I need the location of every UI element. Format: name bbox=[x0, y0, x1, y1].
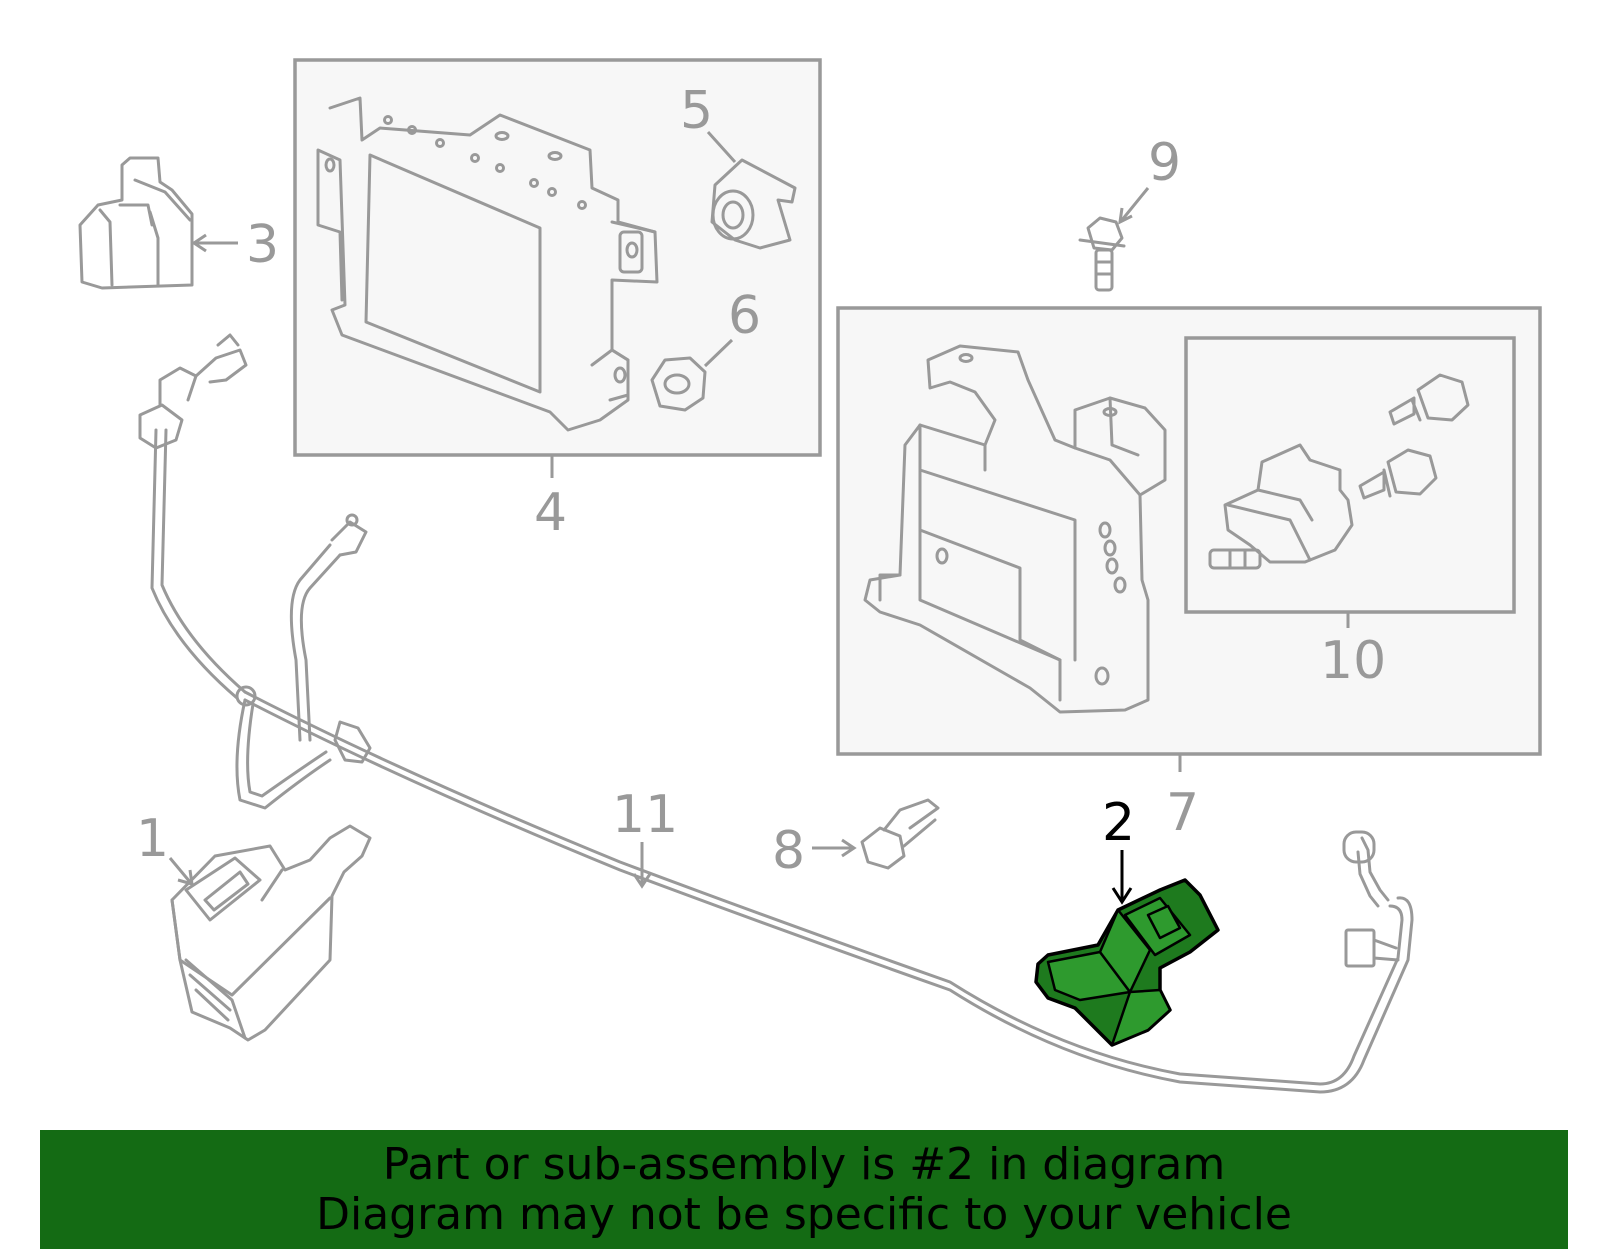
callout-1: 1 bbox=[136, 809, 169, 869]
callout-9: 9 bbox=[1148, 133, 1181, 193]
callout-5: 5 bbox=[680, 81, 713, 141]
leader-11 bbox=[632, 842, 652, 889]
part-group-4[interactable]: 5 6 4 bbox=[293, 58, 822, 543]
banner-line-2: Diagram may not be specific to your vehi… bbox=[316, 1188, 1292, 1240]
part-8-bolt-illustration bbox=[860, 798, 940, 870]
part-7-bracket-illustration bbox=[863, 344, 1167, 714]
part-group-8[interactable]: 8 bbox=[772, 798, 940, 881]
leader-1 bbox=[168, 857, 194, 887]
part-group-2-highlighted[interactable]: 2 bbox=[1034, 793, 1220, 1047]
part-10-bolt-b-illustration bbox=[1358, 448, 1438, 500]
box-10 bbox=[1184, 336, 1516, 614]
part-2-sensor-illustration bbox=[1034, 878, 1220, 1047]
part-4-bracket-illustration bbox=[316, 96, 659, 432]
callout-4: 4 bbox=[534, 483, 567, 543]
info-banner: Part or sub-assembly is #2 in diagram Di… bbox=[40, 1130, 1568, 1249]
leader-9 bbox=[1118, 187, 1150, 225]
leader-8 bbox=[812, 838, 857, 858]
callout-6: 6 bbox=[728, 286, 761, 346]
part-group-9[interactable]: 9 bbox=[1078, 133, 1181, 292]
callout-11: 11 bbox=[612, 785, 678, 845]
part-11-harness-illustration bbox=[138, 333, 1414, 1094]
callout-3: 3 bbox=[246, 215, 279, 275]
callout-10: 10 bbox=[1320, 631, 1386, 691]
box-4 bbox=[293, 58, 822, 457]
callout-8: 8 bbox=[772, 821, 805, 881]
part-group-1[interactable]: 1 bbox=[136, 809, 372, 1042]
banner-line-1: Part or sub-assembly is #2 in diagram bbox=[382, 1138, 1226, 1190]
leader-6 bbox=[703, 338, 734, 368]
part-group-10[interactable]: 10 bbox=[1184, 336, 1516, 691]
callout-2: 2 bbox=[1102, 793, 1135, 853]
callout-7: 7 bbox=[1166, 783, 1199, 843]
part-group-11[interactable]: 11 bbox=[138, 333, 1414, 1094]
part-10-clip-illustration bbox=[1208, 443, 1354, 570]
part-group-3[interactable]: 3 bbox=[78, 156, 279, 290]
part-1-module-illustration bbox=[170, 824, 372, 1042]
leader-2 bbox=[1111, 850, 1133, 905]
part-9-bolt-illustration bbox=[1078, 216, 1126, 292]
part-5-grommet-illustration bbox=[710, 158, 797, 250]
part-10-bolt-a-illustration bbox=[1388, 373, 1470, 426]
leader-5 bbox=[706, 130, 737, 164]
part-3-illustration bbox=[78, 156, 194, 290]
part-6-nut-illustration bbox=[650, 356, 707, 412]
part-group-7[interactable]: 10 7 bbox=[836, 306, 1542, 843]
leader-3 bbox=[191, 233, 238, 253]
